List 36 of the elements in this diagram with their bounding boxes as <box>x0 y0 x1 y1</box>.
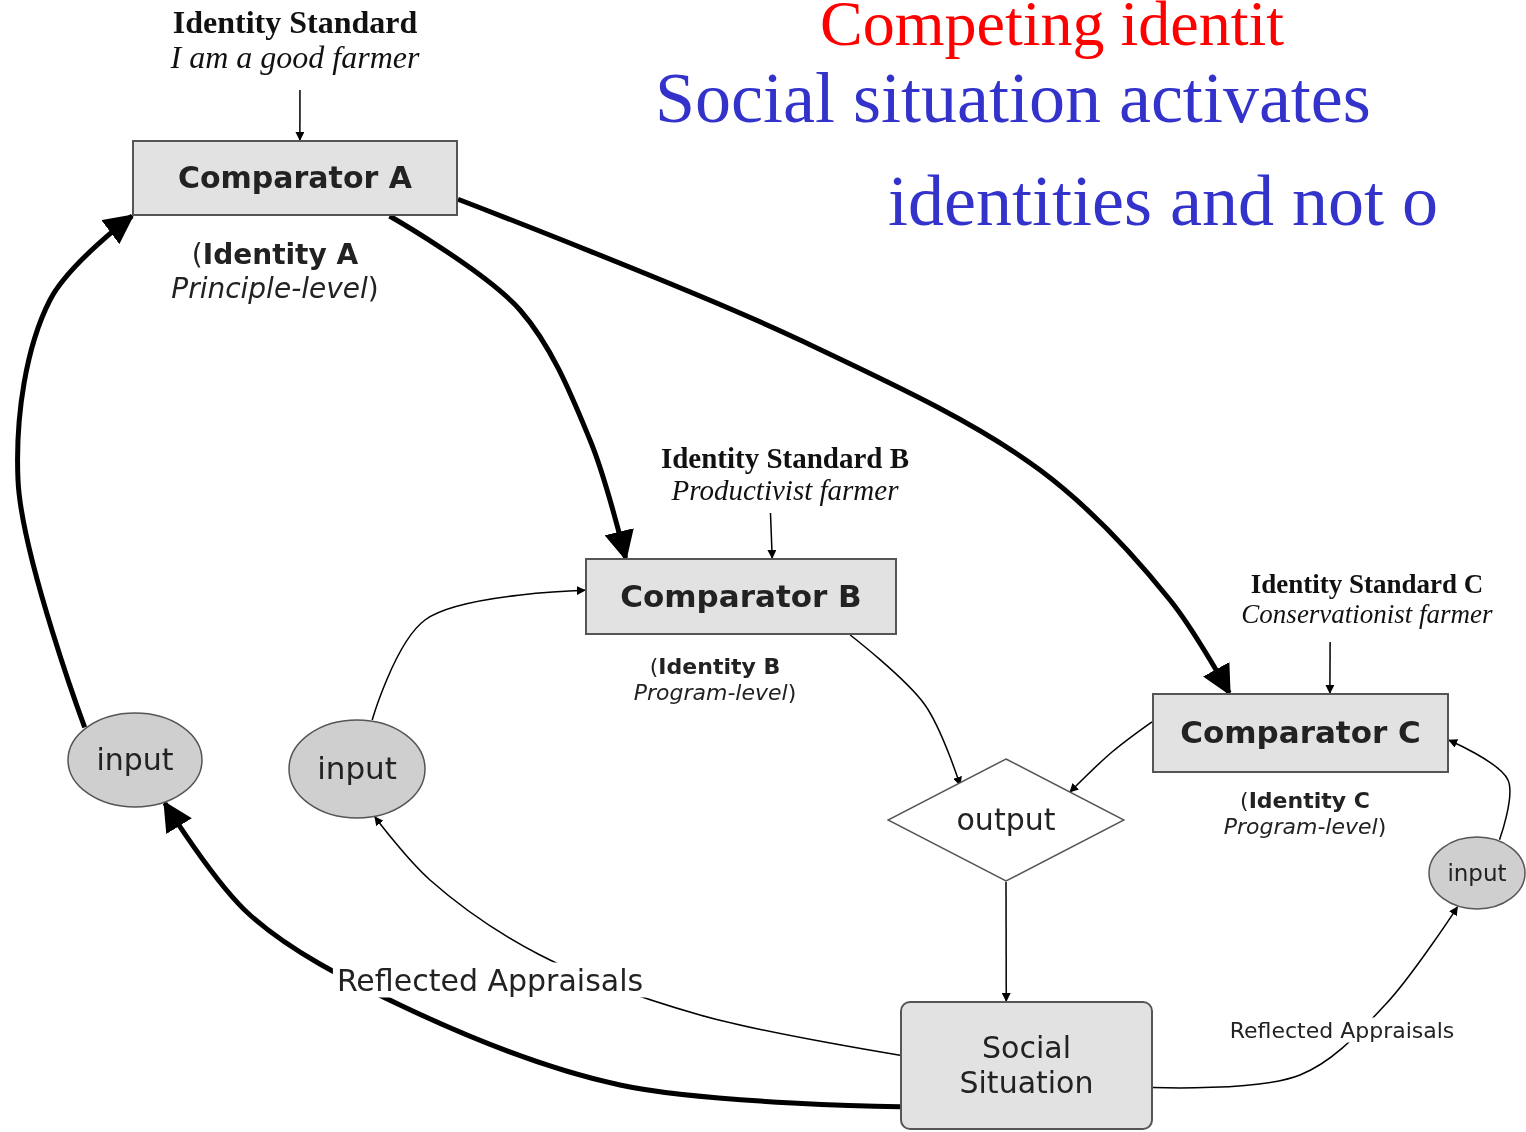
arrow <box>295 89 305 141</box>
arrow <box>767 512 777 559</box>
comparator-box <box>1152 693 1449 773</box>
arrow <box>849 634 962 786</box>
arrow <box>1152 906 1459 1089</box>
comparator-label: Comparator B <box>620 578 862 615</box>
standard-description: Conservationist farmer <box>1241 599 1493 630</box>
standard-heading: Identity Standard C <box>1250 570 1484 600</box>
arrow <box>1448 739 1511 841</box>
comparator-label: Comparator C <box>1180 715 1421 751</box>
thick-arrow <box>162 800 901 1110</box>
node-label: input <box>317 751 397 787</box>
comparator-box <box>585 558 897 635</box>
situation-box <box>900 1001 1153 1130</box>
node-label: input <box>96 742 174 778</box>
node-label: output <box>956 802 1056 838</box>
arrow <box>1001 881 1011 1002</box>
identity-note: (Identity A Principle-level) <box>170 238 380 306</box>
thick-arrow <box>15 214 135 729</box>
arrow <box>371 586 586 721</box>
standard-heading: Identity Standard B <box>660 443 910 475</box>
standard-heading: Identity Standard <box>172 5 418 41</box>
arrow <box>1069 721 1153 793</box>
comparator-box <box>132 140 458 216</box>
node-label: input <box>1447 859 1507 887</box>
comparator-label: Comparator A <box>177 160 413 196</box>
subtitle-text: identities and not o <box>888 165 1438 237</box>
subtitle-text: Social situation activates <box>655 62 1371 134</box>
standard-description: Productivist farmer <box>671 474 899 507</box>
arrow <box>1325 641 1335 694</box>
standard-description: I am a good farmer <box>170 40 420 76</box>
identity-note: (Identity B Program-level) <box>632 654 798 707</box>
thick-arrow <box>457 196 1232 696</box>
node-label: Social Situation <box>958 1031 1095 1100</box>
edge-label: Reflected Appraisals <box>332 962 648 998</box>
identity-note: (Identity C Program-level) <box>1222 788 1388 841</box>
